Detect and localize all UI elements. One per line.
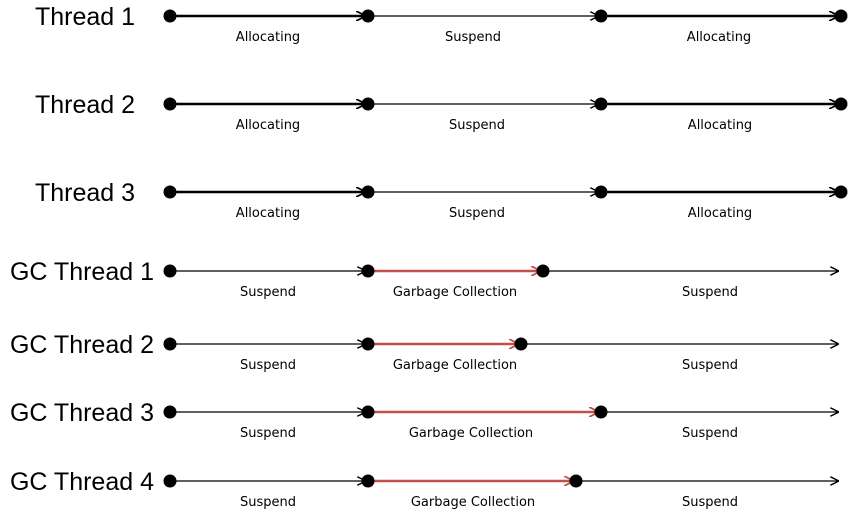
thread-row: GC Thread 1 Suspend Garbage Collection Susp… — [10, 258, 838, 300]
event-dot — [163, 97, 177, 111]
segment-label: Suspend — [240, 358, 296, 373]
event-dot — [163, 9, 177, 23]
event-dot — [163, 185, 177, 199]
thread-row: Thread 1 Allocating Suspend Allocating — [35, 3, 848, 45]
segment-label: Allocating — [236, 30, 300, 45]
segment-label: Suspend — [682, 495, 738, 510]
event-dot — [361, 474, 375, 488]
segment-label: Allocating — [688, 206, 752, 221]
thread-row: GC Thread 4 Suspend Garbage Collection Susp… — [10, 468, 838, 510]
segment-label: Allocating — [688, 118, 752, 133]
segment-label: Garbage Collection — [393, 285, 517, 300]
thread-row: GC Thread 3 Suspend Garbage Collection Susp… — [10, 399, 838, 441]
segment-label: Suspend — [240, 426, 296, 441]
segment-label: Suspend — [445, 30, 501, 45]
segment-label: Suspend — [682, 285, 738, 300]
thread-name: GC Thread 1 — [10, 258, 154, 286]
event-dot — [361, 9, 375, 23]
segment-label: Suspend — [682, 426, 738, 441]
thread-row: Thread 2 Allocating Suspend Allocating — [35, 91, 848, 133]
event-dot — [163, 337, 177, 351]
segment-label: Suspend — [449, 206, 505, 221]
event-dot — [361, 337, 375, 351]
event-dot — [834, 185, 848, 199]
segment-label: Garbage Collection — [393, 358, 517, 373]
segment-label: Suspend — [240, 495, 296, 510]
event-dot — [361, 97, 375, 111]
event-dot — [163, 405, 177, 419]
event-dot — [536, 264, 550, 278]
event-dot — [594, 97, 608, 111]
thread-name: GC Thread 3 — [10, 399, 154, 427]
segment-label: Suspend — [240, 285, 296, 300]
event-dot — [514, 337, 528, 351]
event-dot — [594, 9, 608, 23]
event-dot — [834, 97, 848, 111]
thread-row: GC Thread 2 Suspend Garbage Collection Susp… — [10, 331, 838, 373]
event-dot — [163, 264, 177, 278]
event-dot — [594, 405, 608, 419]
segment-label: Suspend — [449, 118, 505, 133]
segment-label: Allocating — [236, 206, 300, 221]
thread-name: Thread 3 — [35, 179, 135, 207]
thread-name: Thread 1 — [35, 3, 135, 31]
event-dot — [361, 405, 375, 419]
thread-name: GC Thread 2 — [10, 331, 154, 359]
event-dot — [361, 185, 375, 199]
segment-label: Suspend — [682, 358, 738, 373]
thread-name: GC Thread 4 — [10, 468, 154, 496]
event-dot — [594, 185, 608, 199]
thread-name: Thread 2 — [35, 91, 135, 119]
segment-label: Garbage Collection — [409, 426, 533, 441]
segment-label: Allocating — [687, 30, 751, 45]
event-dot — [361, 264, 375, 278]
thread-row: Thread 3 Allocating Suspend Allocating — [35, 179, 848, 221]
event-dot — [163, 474, 177, 488]
segment-label: Allocating — [236, 118, 300, 133]
event-dot — [834, 9, 848, 23]
segment-label: Garbage Collection — [411, 495, 535, 510]
event-dot — [569, 474, 583, 488]
